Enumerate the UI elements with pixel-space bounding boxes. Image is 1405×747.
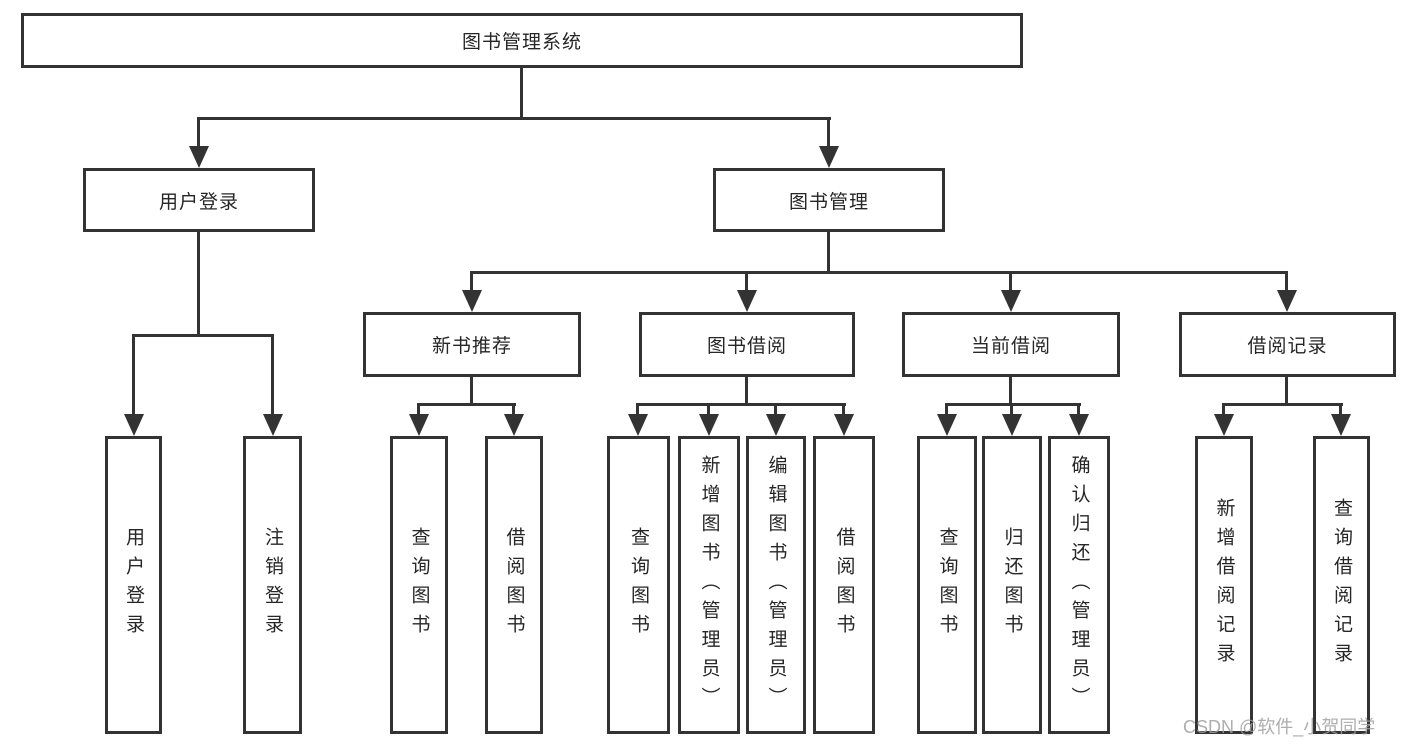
connector-line	[945, 403, 1081, 406]
connector-line	[1077, 405, 1080, 416]
arrow-down-icon	[263, 414, 283, 436]
leaf-borrow-books-2: 借阅图书	[813, 436, 875, 734]
connector-line	[1222, 405, 1225, 416]
leaf-label: 用户登录	[123, 527, 144, 643]
connector-line	[636, 405, 639, 416]
node-current-borrow: 当前借阅	[902, 312, 1120, 377]
arrow-down-icon	[189, 146, 209, 168]
node-new-book-recommend: 新书推荐	[363, 312, 581, 377]
arrow-down-icon	[834, 414, 854, 436]
leaf-label: 查询借阅记录	[1331, 498, 1352, 672]
arrow-down-icon	[699, 414, 719, 436]
leaf-add-borrow-record: 新增借阅记录	[1195, 436, 1253, 734]
connector-line	[1010, 405, 1013, 416]
node-user-login: 用户登录	[83, 168, 315, 232]
connector-line	[774, 405, 777, 416]
arrow-down-icon	[819, 146, 839, 168]
leaf-edit-books-admin: 编辑图书（管理员）	[746, 436, 806, 734]
node-label: 图书管理	[788, 191, 869, 213]
arrow-down-icon	[1277, 290, 1297, 312]
leaf-logout: 注销登录	[243, 436, 302, 734]
connector-line	[745, 377, 748, 405]
connector-line	[745, 273, 748, 292]
connector-line	[197, 119, 200, 149]
connector-line	[636, 403, 846, 406]
connector-line	[1285, 377, 1288, 405]
arrow-down-icon	[1002, 414, 1022, 436]
node-label: 新书推荐	[431, 336, 512, 357]
connector-line	[707, 405, 710, 416]
leaf-label: 查询图书	[936, 527, 958, 643]
connector-line	[1009, 273, 1012, 292]
node-label: 图书借阅	[706, 336, 787, 357]
leaf-label: 借阅图书	[503, 527, 525, 643]
connector-line	[520, 66, 523, 119]
arrow-down-icon	[1331, 414, 1351, 436]
leaf-label: 注销登录	[262, 527, 283, 643]
connector-line	[1009, 377, 1012, 405]
node-book-borrow: 图书借阅	[639, 312, 855, 377]
arrow-down-icon	[409, 414, 429, 436]
leaf-query-books-2: 查询图书	[607, 436, 670, 734]
leaf-confirm-return-admin: 确认归还（管理员）	[1048, 436, 1110, 734]
connector-line	[197, 232, 200, 336]
connector-line	[470, 377, 473, 405]
arrow-down-icon	[937, 414, 957, 436]
leaf-add-books-admin: 新增图书（管理员）	[678, 436, 740, 734]
connector-line	[470, 271, 1288, 274]
leaf-label: 确认归还（管理员）	[1068, 454, 1090, 716]
leaf-query-borrow-record: 查询借阅记录	[1313, 436, 1370, 734]
leaf-label: 新增借阅记录	[1213, 498, 1235, 672]
arrow-down-icon	[462, 290, 482, 312]
arrow-down-icon	[1069, 414, 1089, 436]
csdn-watermark: CSDN @软件_小贺同学	[1183, 717, 1376, 737]
leaf-user-login: 用户登录	[105, 436, 162, 734]
connector-line	[470, 273, 473, 292]
node-label: 用户登录	[158, 191, 239, 213]
arrow-down-icon	[766, 414, 786, 436]
node-root: 图书管理系统	[21, 13, 1023, 68]
arrow-down-icon	[737, 290, 757, 312]
connector-line	[827, 232, 830, 274]
node-root-label: 图书管理系统	[461, 32, 582, 53]
connector-line	[132, 336, 135, 416]
leaf-borrow-books-1: 借阅图书	[485, 436, 543, 734]
connector-line	[512, 405, 515, 416]
leaf-label: 新增图书（管理员）	[698, 454, 720, 716]
arrow-down-icon	[124, 414, 144, 436]
leaf-query-books-3: 查询图书	[917, 436, 977, 734]
connector-line	[827, 119, 830, 149]
connector-line	[1222, 403, 1343, 406]
connector-line	[271, 336, 274, 416]
arrow-down-icon	[1001, 290, 1021, 312]
connector-line	[197, 117, 831, 120]
leaf-label: 编辑图书（管理员）	[765, 454, 787, 716]
leaf-label: 借阅图书	[833, 527, 855, 643]
leaf-label: 归还图书	[1001, 527, 1023, 643]
connector-line	[1339, 405, 1342, 416]
connector-line	[132, 334, 274, 337]
connector-line	[842, 405, 845, 416]
leaf-label: 查询图书	[408, 527, 430, 643]
arrow-down-icon	[1214, 414, 1234, 436]
leaf-return-books: 归还图书	[982, 436, 1042, 734]
connector-line	[1285, 273, 1288, 292]
connector-line	[417, 403, 516, 406]
node-label: 当前借阅	[970, 336, 1051, 357]
connector-line	[945, 405, 948, 416]
node-borrow-records: 借阅记录	[1179, 312, 1396, 377]
leaf-label: 查询图书	[628, 527, 649, 643]
node-label: 借阅记录	[1247, 336, 1328, 357]
leaf-query-books-1: 查询图书	[390, 436, 448, 734]
node-book-management: 图书管理	[713, 168, 945, 232]
arrow-down-icon	[628, 414, 648, 436]
arrow-down-icon	[504, 414, 524, 436]
connector-line	[417, 405, 420, 416]
